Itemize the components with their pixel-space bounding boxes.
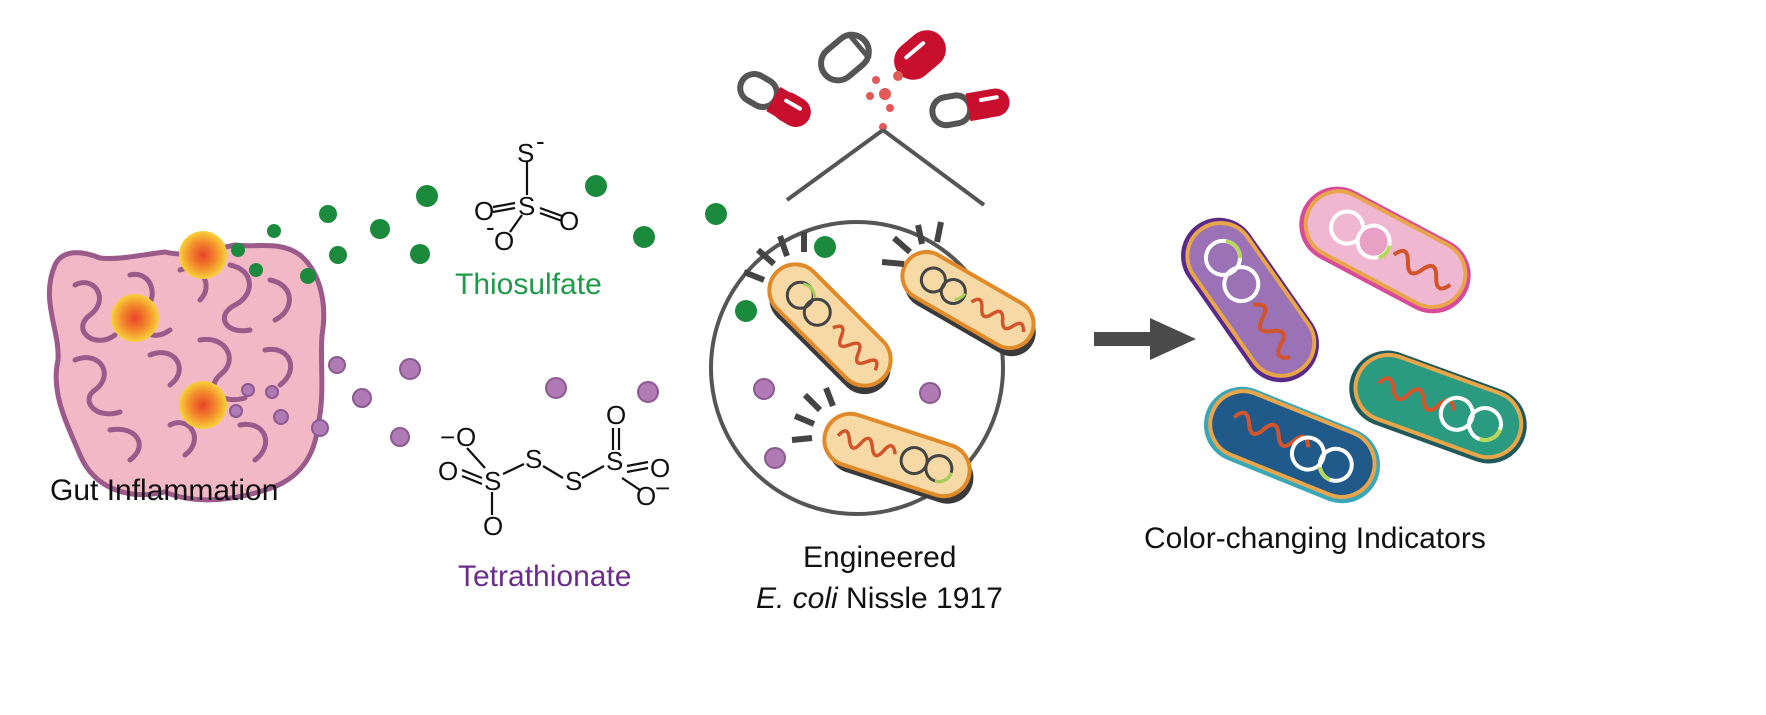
capsule-pills bbox=[737, 30, 1010, 131]
thio-s-center: S bbox=[518, 191, 535, 221]
indicator-bacterium-purple bbox=[1181, 217, 1319, 383]
motion-marks bbox=[742, 221, 944, 443]
tetra-s2: S bbox=[525, 444, 542, 474]
inflammation-spot bbox=[179, 231, 227, 279]
thio-s-top-charge: - bbox=[536, 126, 545, 156]
right-arrow-icon bbox=[1094, 318, 1196, 360]
engineered-bacterium bbox=[822, 411, 974, 504]
capsule-icon bbox=[929, 88, 1010, 129]
species-name: E. coli bbox=[756, 582, 839, 615]
inflammation-spot bbox=[111, 294, 159, 342]
thio-o-right: O bbox=[559, 206, 579, 236]
tetra-s4: S bbox=[606, 446, 623, 476]
thio-o-bottom-charge: - bbox=[486, 212, 495, 242]
zoom-lens bbox=[709, 128, 1005, 516]
indicator-bacterium-blue bbox=[1203, 386, 1381, 504]
tetra-o-bottom: O bbox=[483, 511, 503, 541]
indicator-bacterium-teal bbox=[1349, 350, 1527, 464]
thio-o-left: O bbox=[474, 196, 494, 226]
engineered-label-line2: E. coli Nissle 1917 bbox=[756, 582, 1003, 615]
thiosulfate-label: Thiosulfate bbox=[455, 268, 602, 301]
thio-o-bottom: O bbox=[494, 226, 514, 256]
tetra-s1: S bbox=[484, 466, 501, 496]
tetra-o-top: O bbox=[606, 400, 626, 430]
capsule-icon bbox=[737, 71, 811, 127]
capsule-icon bbox=[818, 31, 872, 84]
engineered-bacterium bbox=[767, 262, 893, 395]
engineered-label-line1: Engineered bbox=[803, 541, 956, 574]
engineered-bacterium bbox=[900, 250, 1036, 357]
strain-name: Nissle 1917 bbox=[838, 582, 1003, 615]
indicator-bacterium-pink bbox=[1299, 186, 1471, 314]
capsule-icon bbox=[894, 30, 946, 80]
thiosulfate-structure: S - S O O - O bbox=[474, 126, 579, 256]
tetra-s3: S bbox=[565, 466, 582, 496]
gut-illustration bbox=[46, 231, 327, 503]
tetra-o-left-minus: O bbox=[456, 422, 476, 452]
tetrathionate-label: Tetrathionate bbox=[458, 560, 631, 593]
tetra-o-right-charge: − bbox=[655, 473, 670, 503]
tetrathionate-molecules bbox=[229, 356, 941, 469]
indicators-label: Color-changing Indicators bbox=[1144, 522, 1486, 555]
tetrathionate-structure: − O O S O S S O S O O − bbox=[438, 400, 670, 541]
gut-label: Gut Inflammation bbox=[50, 474, 278, 507]
tetra-o-right-dbl: O bbox=[650, 453, 670, 483]
tetra-o-left-charge: − bbox=[440, 422, 455, 452]
tetra-o-left-dbl: O bbox=[438, 456, 458, 486]
thio-s-top: S bbox=[517, 138, 534, 168]
thiosulfate-molecules bbox=[231, 175, 836, 322]
tetra-o-right-minus: O bbox=[636, 481, 656, 511]
inflammation-spot bbox=[179, 381, 227, 429]
